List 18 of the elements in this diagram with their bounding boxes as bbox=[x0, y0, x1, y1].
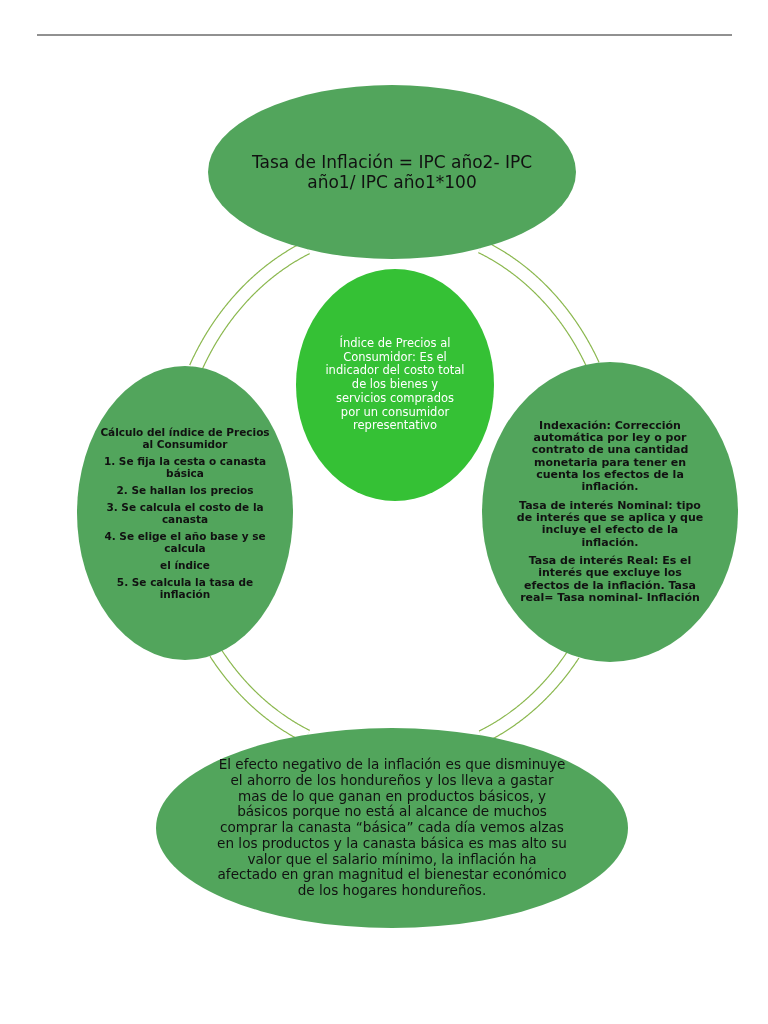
node-text: Indexación: Corrección automática por ley o por contrato de una cantidad monetaria para tener en cuenta los efectos de la inflación. bbox=[530, 419, 690, 494]
node-text: Cálculo del índice de Precios al Consumidor bbox=[100, 425, 270, 450]
node-text: Tasa de interés Nominal: tipo de interés que se aplica y que incluye el efecto de la inflación. bbox=[515, 499, 705, 549]
topic-ellipse bbox=[156, 728, 628, 928]
node-text: 3. Se calcula el costo de la canasta bbox=[105, 500, 265, 526]
concept-ellipse bbox=[296, 269, 494, 501]
node-text: Tasa de interés Real: Es el interés que excluye los efectos de la inflación. Tasa real= Tasa nominal- Inflación bbox=[519, 554, 701, 605]
node-text: 1. Se fija la cesta o canasta básica bbox=[102, 454, 268, 479]
node-text: el índice bbox=[159, 559, 211, 572]
node-text: 5. Se calcula la tasa de inflación bbox=[115, 576, 255, 601]
topic-ellipse bbox=[482, 362, 738, 662]
node-text: El efecto negativo de la inflación es que disminuye el ahorro de los hondureños y los lleva a gastar mas de lo que ganan en productos básicos, y básicos porque no está al alcance de muchos comprar la canasta “básica” cada día vemos alzas en los productos y la canasta básica es mas alto su valor que el salario mínimo, la inflación ha afectado en gran magnitud el bienestar económico de los hogares hondureños. bbox=[217, 757, 567, 899]
topic-ellipse bbox=[208, 85, 576, 259]
node-text: Tasa de Inflación = IPC año2- IPC año1/ IPC año1*100 bbox=[250, 151, 534, 193]
node-text: Índice de Precios al Consumidor: Es el indicador del costo total de los bienes y servicios comprados por un consumidor representativo bbox=[325, 336, 465, 434]
node-text: 4. Se elige el año base y se calcula bbox=[103, 530, 267, 555]
topic-ellipse bbox=[77, 366, 293, 660]
node-text: 2. Se hallan los precios bbox=[115, 483, 255, 496]
